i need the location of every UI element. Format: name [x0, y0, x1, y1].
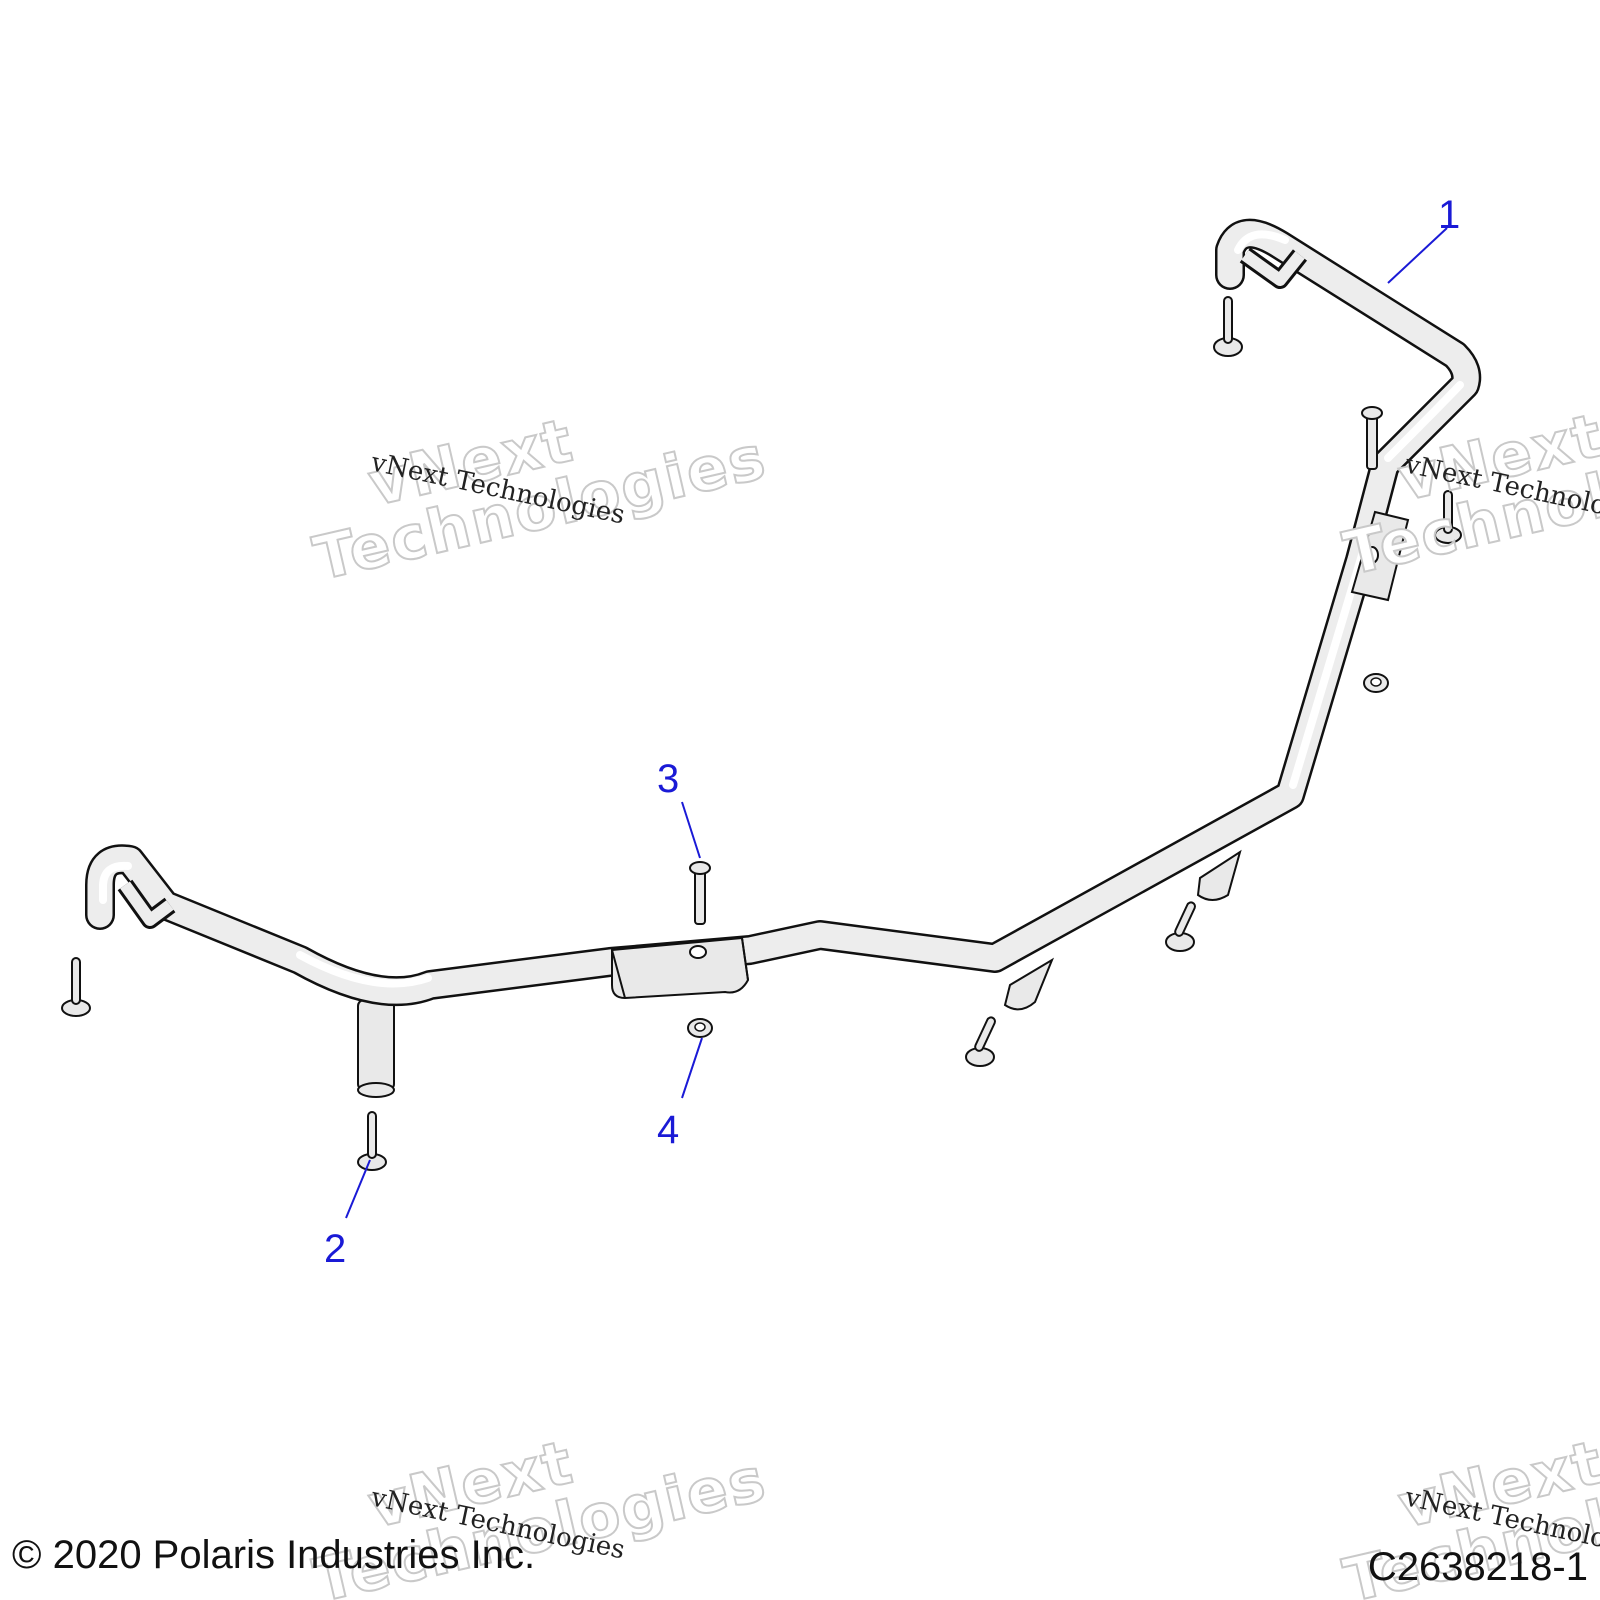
leader-1 — [1387, 227, 1448, 284]
callout-2: 2 — [324, 1227, 346, 1271]
push-pin — [1213, 296, 1243, 357]
push-pin — [61, 957, 91, 1017]
tube-coupler-right — [1350, 510, 1410, 602]
push-pin — [1434, 490, 1462, 544]
leader-4 — [681, 1037, 703, 1099]
bolt-fasteners — [689, 406, 1383, 925]
push-pin — [965, 1016, 996, 1067]
leader-2 — [345, 1159, 371, 1219]
bolt — [1361, 406, 1383, 470]
nut — [687, 1018, 713, 1038]
drawing-number: C2638218-1 — [1368, 1545, 1588, 1589]
watermark-lower-left: vNext Technologies — [307, 1427, 774, 1600]
nut-fasteners — [687, 673, 1389, 1038]
callout-1: 1 — [1438, 193, 1460, 237]
watermark-upper-left: vNext Technologies — [307, 405, 774, 596]
bumper-legs — [357, 849, 1242, 1098]
push-pin — [357, 1111, 387, 1171]
push-pin-fasteners — [61, 296, 1462, 1171]
leader-lines — [345, 227, 1448, 1219]
watermark-lower-right: vNext Technologies — [1337, 1427, 1600, 1600]
copyright-notice: © 2020 Polaris Industries Inc. — [12, 1533, 535, 1577]
callouts: 1 2 3 4 — [324, 193, 1460, 1271]
push-pin — [1165, 901, 1196, 952]
callout-3: 3 — [657, 757, 679, 801]
callout-4: 4 — [657, 1108, 679, 1152]
bumper-bar — [85, 218, 1482, 1007]
leader-3 — [681, 801, 701, 859]
nut — [1363, 673, 1389, 693]
tube-coupler-center — [611, 936, 750, 1000]
bolt — [689, 861, 711, 925]
